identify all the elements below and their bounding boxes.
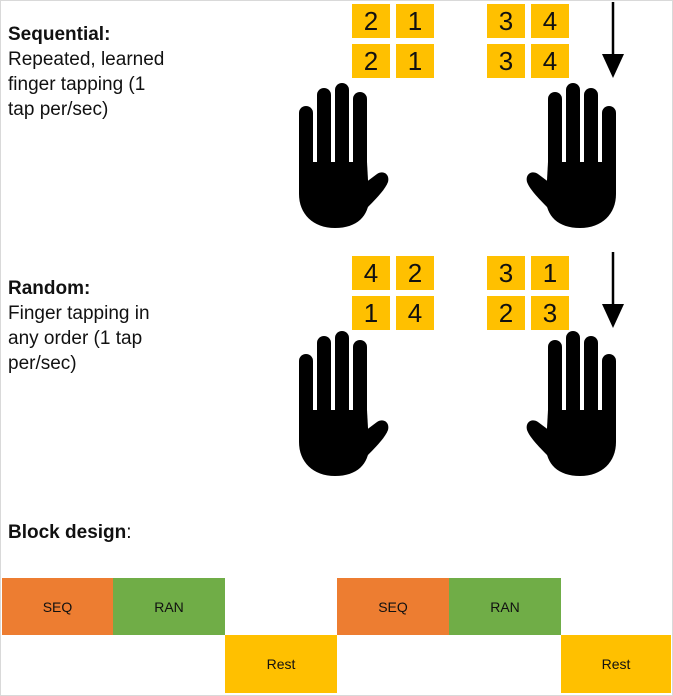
number-box: 2 (487, 296, 525, 330)
number-box: 4 (396, 296, 434, 330)
number-box: 3 (487, 44, 525, 78)
number-box: 1 (396, 4, 434, 38)
number-box: 4 (531, 4, 569, 38)
random-line-1: Finger tapping in (8, 303, 150, 324)
sequential-title: Sequential: (8, 24, 111, 45)
down-arrow-icon (602, 252, 624, 328)
number-box: 4 (531, 44, 569, 78)
number-box: 3 (487, 4, 525, 38)
sequential-right-number-grid: 3 4 3 4 (487, 4, 569, 78)
number-box: 1 (531, 256, 569, 290)
sequential-line-2: finger tapping (1 (8, 74, 146, 95)
number-box: 2 (352, 44, 390, 78)
right-hand-icon (526, 331, 616, 476)
block-ran-1: RAN (113, 578, 225, 635)
down-arrow-icon (602, 2, 624, 78)
block-rest-2: Rest (561, 635, 671, 693)
number-box: 3 (531, 296, 569, 330)
random-left-number-grid: 4 2 1 4 (352, 256, 434, 330)
number-box: 4 (352, 256, 390, 290)
sequential-left-number-grid: 2 1 2 1 (352, 4, 434, 78)
sequential-description: Sequential: Repeated, learned finger tap… (8, 22, 164, 122)
random-right-number-grid: 3 1 2 3 (487, 256, 569, 330)
sequential-line-3: tap per/sec) (8, 99, 109, 120)
random-title: Random: (8, 278, 91, 299)
block-rest-1: Rest (225, 635, 337, 693)
number-box: 1 (396, 44, 434, 78)
number-box: 2 (352, 4, 390, 38)
left-hand-icon (299, 331, 389, 476)
block-design-title-text: Block design (8, 522, 127, 543)
number-box: 1 (352, 296, 390, 330)
block-ran-2: RAN (449, 578, 561, 635)
random-description: Random: Finger tapping in any order (1 t… (8, 276, 150, 376)
number-box: 3 (487, 256, 525, 290)
block-seq-2: SEQ (337, 578, 449, 635)
block-design-title-colon: : (126, 522, 132, 543)
block-design-title: Block design: (8, 522, 132, 544)
random-line-3: per/sec) (8, 353, 77, 374)
left-hand-icon (299, 83, 389, 228)
block-seq-1: SEQ (2, 578, 113, 635)
number-box: 2 (396, 256, 434, 290)
sequential-line-1: Repeated, learned (8, 49, 165, 70)
random-line-2: any order (1 tap (8, 328, 143, 349)
right-hand-icon (526, 83, 616, 228)
